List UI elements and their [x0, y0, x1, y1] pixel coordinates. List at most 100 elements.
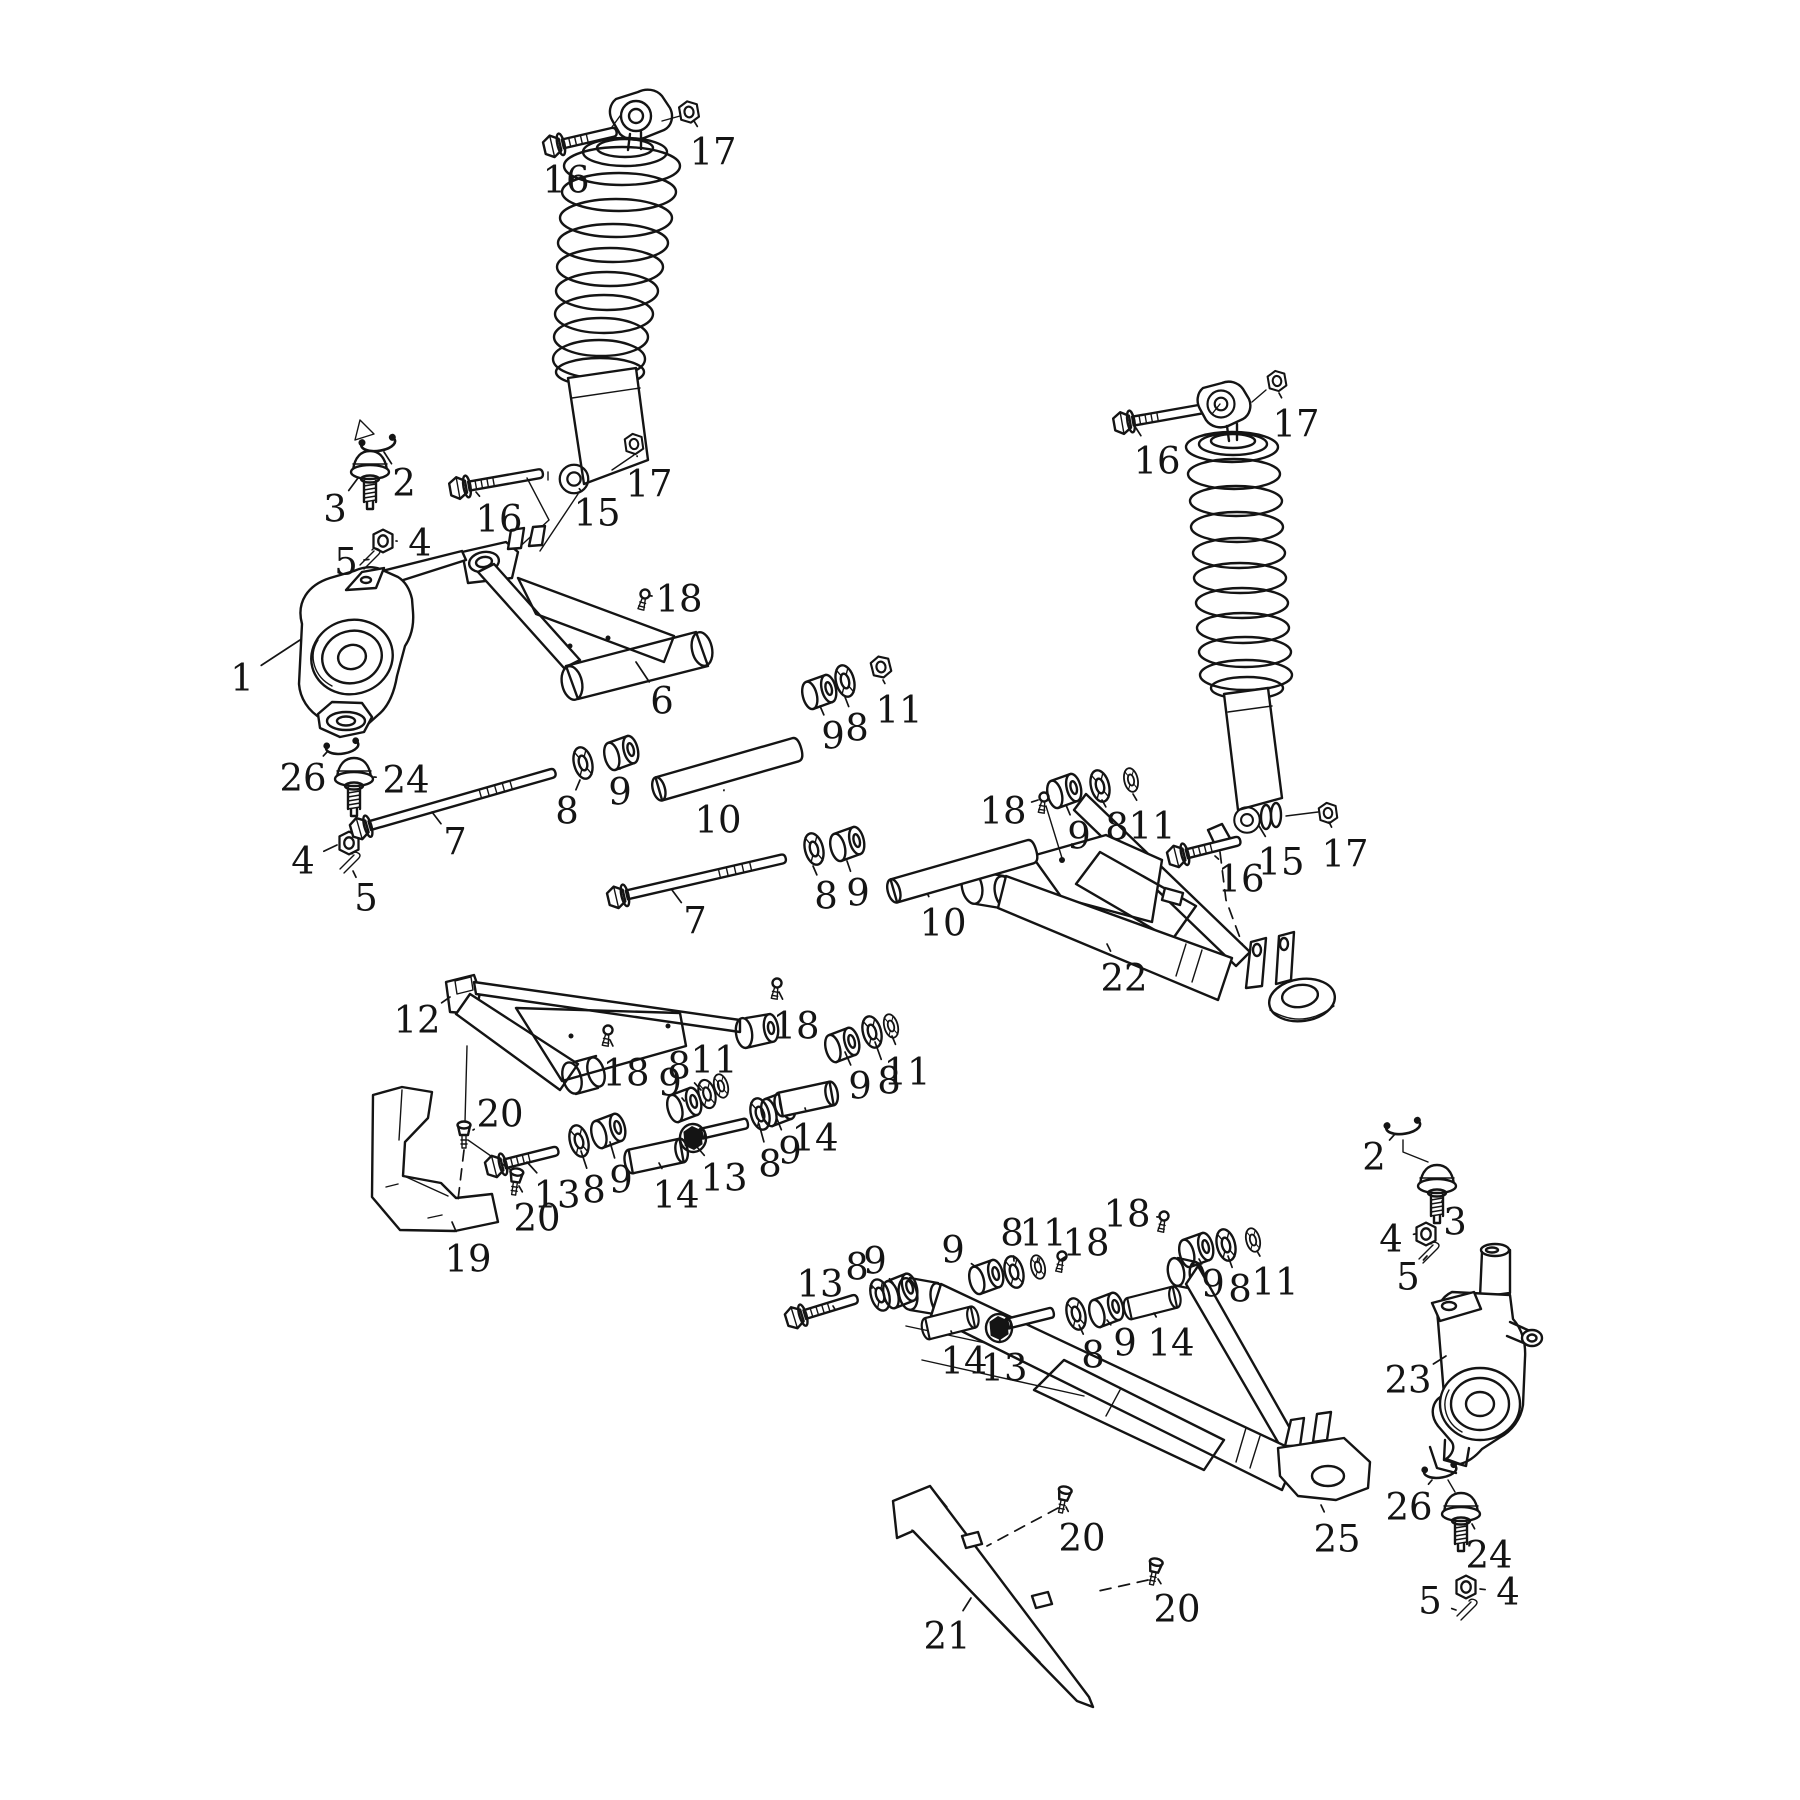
part-number-label: 26 [1385, 1486, 1432, 1529]
callout-leader [693, 120, 699, 128]
part-number-label: 5 [334, 541, 358, 584]
callout-leader [472, 1128, 476, 1131]
callout-leader [874, 1041, 883, 1061]
callout-leader [1106, 1319, 1112, 1326]
part-number-label: 9 [941, 1229, 965, 1272]
callout-leader [812, 865, 818, 876]
part-number-label: 17 [689, 131, 736, 174]
part-number-label: 17 [625, 463, 672, 506]
part-number-label: 9 [863, 1240, 887, 1283]
callout-leader [1479, 1588, 1486, 1591]
lock-washer-11 [1242, 1225, 1264, 1255]
part-number-label: 4 [291, 840, 315, 883]
coil-spring [551, 145, 682, 380]
shock-absorber-right [1112, 368, 1339, 947]
callout-leader [363, 558, 370, 561]
lower-eye [1233, 806, 1261, 834]
part-number-label: 4 [408, 522, 432, 565]
callout-leader [658, 1162, 663, 1170]
callout-leader [888, 1277, 894, 1284]
part-number-label: 7 [443, 821, 467, 864]
part-number-label: 9 [846, 872, 870, 915]
part-number-label: 20 [1153, 1588, 1200, 1631]
part-number-label: 14 [940, 1340, 987, 1383]
part-number-label: 4 [1496, 1571, 1520, 1614]
callout-leader [696, 1146, 706, 1157]
part-number-label: 20 [476, 1093, 523, 1136]
part-number-label: 17 [1321, 833, 1368, 876]
washer-8 [564, 1122, 594, 1160]
callout-leader [1256, 1250, 1261, 1257]
callout-leader [260, 639, 301, 667]
part-number-label: 8 [582, 1169, 606, 1212]
part-number-label: 9 [609, 1159, 633, 1202]
washer-8 [857, 1013, 887, 1051]
front-leg-tube [454, 992, 580, 1092]
part-number-label: 8 [555, 790, 579, 833]
part-number-label: 9 [658, 1062, 682, 1105]
callout-leader [1471, 1523, 1476, 1530]
callout-leader [578, 487, 582, 492]
spacer-sleeve-14 [1120, 1284, 1184, 1322]
callout-leader [1320, 1504, 1326, 1513]
part-number-label: 18 [979, 790, 1026, 833]
guard-screw-20 [1052, 1484, 1074, 1516]
callout-leader [580, 1150, 588, 1170]
callout-leader [451, 1221, 457, 1233]
part-number-label: 25 [1313, 1518, 1360, 1561]
part-number-label: 16 [542, 159, 589, 202]
callout-leader [1422, 1255, 1428, 1261]
bushing-9 [797, 672, 841, 712]
part-number-label: 11 [1019, 1212, 1066, 1255]
part-number-label: 17 [1272, 403, 1319, 446]
part-number-label: 4 [1379, 1218, 1403, 1261]
cotter-pin-5 [1417, 1240, 1441, 1265]
callout-leader [526, 1161, 538, 1174]
upper-mount-bolt-16 [1112, 397, 1208, 435]
part-number-label: 16 [1217, 858, 1264, 901]
part-number-label: 19 [444, 1238, 491, 1281]
callout-leader [844, 1051, 852, 1066]
callout-leader [352, 870, 357, 879]
callout-leader [1132, 793, 1138, 802]
part-number-label: 9 [1113, 1322, 1137, 1365]
upper-a-arm-left-6 [460, 524, 714, 701]
part-number-label: 8 [667, 1045, 691, 1088]
part-number-label: 16 [1133, 440, 1180, 483]
ball-joint-upper-left [349, 419, 398, 571]
callout-leader [440, 996, 451, 1004]
part-number-label: 14 [791, 1117, 838, 1160]
washer-8 [694, 1076, 720, 1112]
part-number-label: 26 [279, 757, 326, 800]
callout-leader [1060, 1256, 1066, 1261]
damper-body [566, 366, 650, 486]
washer-8 [1212, 1226, 1240, 1264]
part-number-label: 8 [1105, 806, 1129, 849]
part-number-label: 15 [1257, 841, 1304, 884]
part-number-label: 11 [1251, 1261, 1298, 1304]
part-number-label: 24 [382, 759, 429, 802]
damper-body [1222, 686, 1284, 812]
upper-eye-bushing [1196, 380, 1252, 429]
callout-leader [1198, 1258, 1203, 1265]
rear-leg-tube [1072, 792, 1252, 968]
bushing-9 [586, 1110, 630, 1152]
callout-leader [869, 1284, 873, 1289]
part-number-label: 5 [1396, 1256, 1420, 1299]
callout-leader [950, 1330, 953, 1335]
callout-leader [1036, 1257, 1039, 1264]
ball-joint-lower-right [1420, 1461, 1482, 1622]
callout-leader [1030, 799, 1039, 803]
pivot-shaft-10 [648, 735, 806, 804]
part-number-label: 2 [1362, 1136, 1386, 1179]
part-number-label: 7 [683, 900, 707, 943]
callout-leader [1258, 825, 1267, 838]
front-leg-tube [476, 562, 582, 670]
part-number-label: 5 [1418, 1580, 1442, 1623]
part-number-label: 18 [1103, 1193, 1150, 1236]
callout-leader [962, 1597, 972, 1612]
bushing-9 [820, 1024, 864, 1066]
lock-washer-11 [1121, 765, 1141, 795]
callout-leader [1227, 1255, 1233, 1269]
